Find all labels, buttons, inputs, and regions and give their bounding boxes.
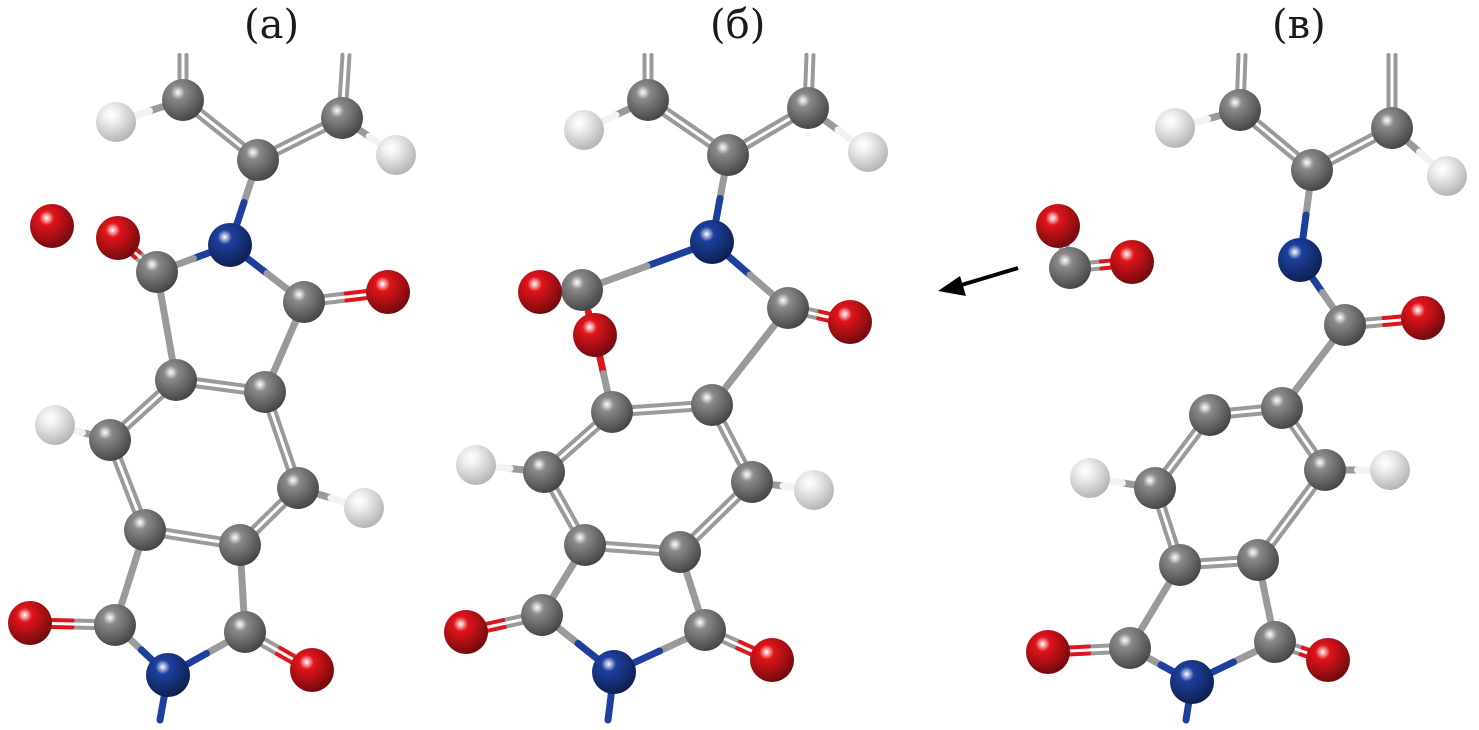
nitrogen-atom: [690, 220, 734, 264]
carbon-atom: [523, 451, 565, 493]
carbon-atom: [219, 524, 261, 566]
carbon-atom: [564, 524, 606, 566]
carbon-atom: [707, 134, 749, 176]
carbon-atom: [136, 251, 178, 293]
nitrogen-atom: [592, 650, 636, 694]
hydrogen-atom: [376, 135, 416, 175]
carbon-atom: [1189, 394, 1231, 436]
carbon-atom: [283, 281, 325, 323]
carbon-atom: [521, 594, 563, 636]
carbon-atom: [237, 139, 279, 181]
carbon-atom: [731, 461, 773, 503]
carbon-atom: [627, 79, 669, 121]
oxygen-atom: [573, 313, 617, 357]
arrow-head: [938, 276, 966, 296]
panel-b-structure: [444, 52, 888, 724]
hydrogen-atom: [1155, 108, 1195, 148]
carbon-atom: [684, 609, 726, 651]
bond: [1242, 53, 1248, 85]
carbon-atom: [659, 531, 701, 573]
bond: [1182, 697, 1193, 724]
carbon-atom: [1254, 621, 1296, 663]
reaction-arrow: [938, 266, 1019, 296]
hydrogen-atom: [96, 102, 136, 142]
carbon-atom: [1049, 247, 1091, 289]
carbon-atom: [1324, 304, 1366, 346]
hydrogen-atom: [794, 470, 834, 510]
arrow-shaft: [957, 266, 1019, 288]
bond: [156, 694, 168, 724]
panel-label-a: (а): [244, 2, 300, 48]
hydrogen-atom: [1370, 450, 1410, 490]
bond: [803, 52, 809, 84]
panel-c-structure: [1026, 52, 1467, 724]
oxygen-atom: [1036, 204, 1080, 248]
hydrogen-atom: [35, 405, 75, 445]
carbon-atom: [787, 87, 829, 129]
carbon-atom: [1304, 449, 1346, 491]
carbon-atom: [94, 604, 136, 646]
carbon-atom: [124, 509, 166, 551]
bond: [604, 692, 615, 724]
hydrogen-atom: [344, 488, 384, 528]
oxygen-atom: [1110, 240, 1154, 284]
nitrogen-atom: [208, 223, 252, 267]
bond: [338, 52, 345, 89]
carbon-atom: [1371, 107, 1413, 149]
carbon-atom: [1237, 539, 1279, 581]
oxygen-atom: [30, 204, 74, 248]
panel-label-b: (б): [710, 2, 766, 48]
oxygen-atom: [750, 638, 794, 682]
oxygen-atom: [1306, 638, 1350, 682]
carbon-atom: [277, 467, 319, 509]
carbon-atom: [321, 97, 363, 139]
panel-label-c: (в): [1272, 2, 1326, 48]
nitrogen-atom: [1278, 238, 1322, 282]
hydrogen-atom: [848, 132, 888, 172]
panel-a-structure: [8, 52, 416, 724]
hydrogen-atom: [1427, 156, 1467, 196]
oxygen-atom: [444, 610, 488, 654]
bond: [810, 53, 816, 84]
carbon-atom: [89, 419, 131, 461]
oxygen-atom: [290, 648, 334, 692]
carbon-atom: [1291, 149, 1333, 191]
carbon-atom: [244, 371, 286, 413]
carbon-atom: [767, 287, 809, 329]
carbon-atom: [162, 79, 204, 121]
nitrogen-atom: [1170, 660, 1214, 704]
oxygen-atom: [518, 270, 562, 314]
carbon-atom: [1159, 544, 1201, 586]
hydrogen-atom: [564, 110, 604, 150]
oxygen-atom: [96, 216, 140, 260]
nitrogen-atom: [146, 653, 190, 697]
released-co2-molecule: [1036, 204, 1154, 289]
oxygen-atom: [8, 601, 52, 645]
hydrogen-atom: [1070, 458, 1110, 498]
carbon-atom: [1109, 627, 1151, 669]
bond: [1235, 52, 1241, 85]
carbon-atom: [561, 269, 603, 311]
bond: [345, 53, 352, 89]
oxygen-atom: [366, 270, 410, 314]
carbon-atom: [591, 391, 633, 433]
carbon-atom: [1219, 89, 1261, 131]
carbon-atom: [691, 384, 733, 426]
carbon-atom: [224, 611, 266, 653]
carbon-atom: [1261, 387, 1303, 429]
hydrogen-atom: [456, 445, 496, 485]
oxygen-atom: [1026, 630, 1070, 674]
carbon-atom: [1134, 467, 1176, 509]
oxygen-atom: [828, 300, 872, 344]
carbon-atom: [155, 359, 197, 401]
oxygen-atom: [1401, 296, 1445, 340]
